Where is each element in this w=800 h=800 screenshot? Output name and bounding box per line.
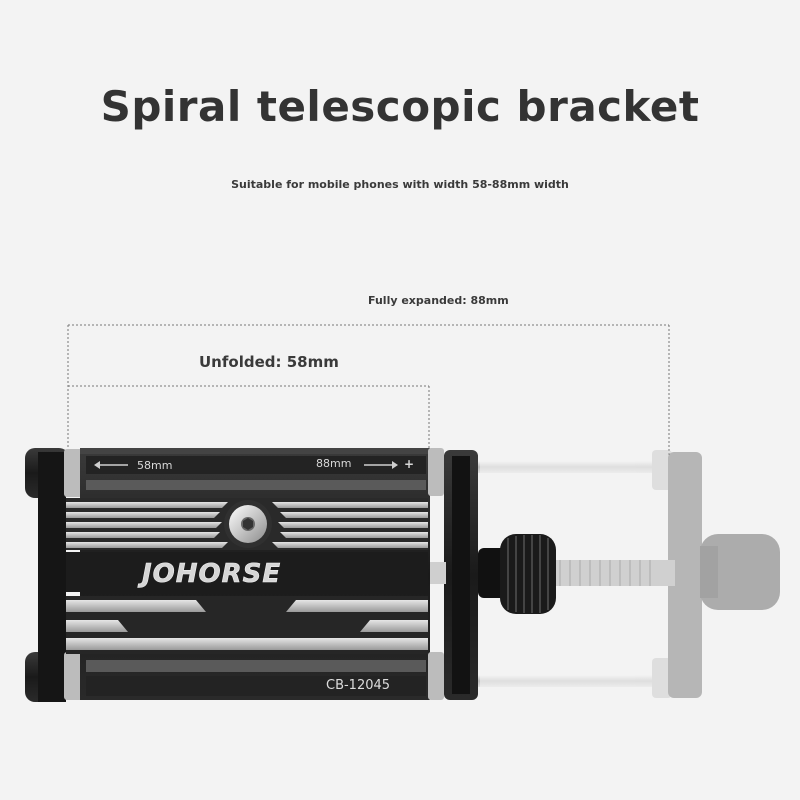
expanded-ghost-arm bbox=[476, 450, 780, 698]
dimension-full-bracket bbox=[67, 324, 670, 455]
scale-plus-label: + bbox=[404, 457, 414, 471]
scale-min-label: 58mm bbox=[137, 459, 172, 472]
page-title: Spiral telescopic bracket bbox=[100, 82, 700, 131]
brand-logo-text: JOHORSE bbox=[137, 559, 281, 589]
model-number: CB-12045 bbox=[326, 678, 390, 693]
page-subtitle: Suitable for mobile phones with width 58… bbox=[231, 178, 569, 191]
bracket-body bbox=[25, 448, 556, 702]
scale-max-label: 88mm bbox=[316, 457, 351, 470]
unfolded-label: Unfolded: 58mm bbox=[199, 353, 339, 371]
dimension-unfold-bracket bbox=[68, 385, 430, 455]
fully-expanded-label: Fully expanded: 88mm bbox=[368, 294, 509, 307]
